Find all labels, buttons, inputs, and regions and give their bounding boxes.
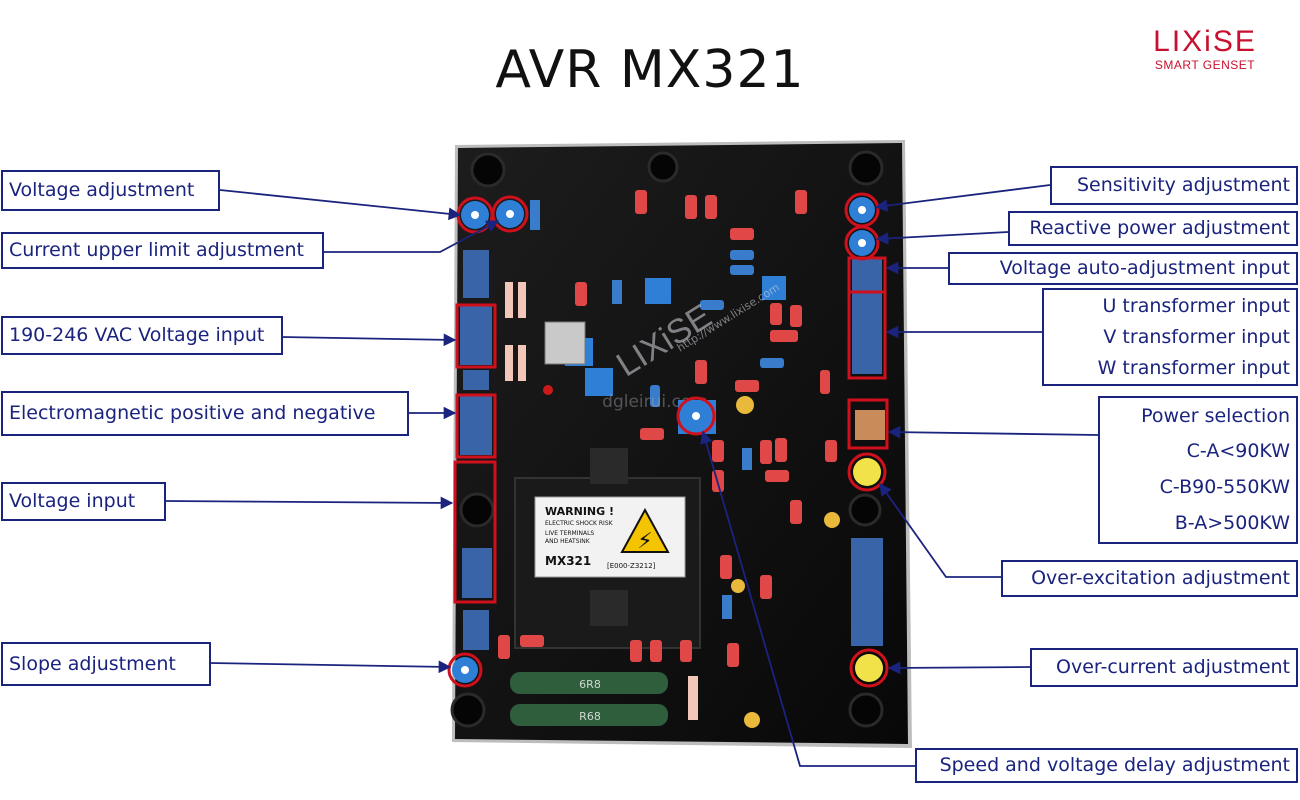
left-terminal-strips xyxy=(460,250,492,650)
label-u-transformer: U transformer input xyxy=(1102,294,1290,317)
label-slope-adjustment: Slope adjustment xyxy=(1,642,211,686)
label-electromagnetic: Electromagnetic positive and negative xyxy=(1,391,409,436)
warning-title: WARNING ! xyxy=(545,505,614,518)
label-v-transformer: V transformer input xyxy=(1103,325,1290,348)
sensitivity-pot xyxy=(844,192,880,228)
label-voltage-adjustment: Voltage adjustment xyxy=(1,170,220,211)
slope-pot xyxy=(447,652,483,688)
logo-name: LIXiSE xyxy=(1153,25,1257,58)
model-code: [E000-Z3212] xyxy=(607,562,656,570)
label-speed-voltage-delay: Speed and voltage delay adjustment xyxy=(915,748,1298,783)
reactive-power-pot xyxy=(844,225,880,261)
leader-lines xyxy=(164,184,1099,767)
over-current-pot xyxy=(849,648,889,688)
label-voltage-auto: Voltage auto-adjustment input xyxy=(948,252,1298,285)
current-limit-pot xyxy=(491,195,529,233)
pcb-components xyxy=(498,190,885,728)
warning-box-line1: LIVE TERMINALS xyxy=(545,530,594,537)
label-reactive-power: Reactive power adjustment xyxy=(1008,211,1298,246)
label-w-transformer: W transformer input xyxy=(1097,356,1290,379)
model-label: MX321 xyxy=(545,554,591,568)
power-selection-ba: B-A>500KW xyxy=(1174,512,1290,534)
power-resistors: 6R8 R68 xyxy=(510,672,668,726)
label-transformer-inputs: U transformer input V transformer input … xyxy=(1042,288,1298,386)
logo-tagline: SMART GENSET xyxy=(1154,58,1256,72)
terminal-highlights xyxy=(453,256,889,604)
lixise-logo: LIXiSE SMART GENSET xyxy=(1140,25,1270,73)
page-title: AVR MX321 xyxy=(495,40,805,100)
power-selection-cb: C-B90-550KW xyxy=(1159,476,1290,498)
warning-box-line2: AND HEATSINK xyxy=(545,538,591,545)
label-voltage-input: Voltage input xyxy=(1,482,166,521)
resistor-r68: R68 xyxy=(579,710,601,723)
label-power-selection: Power selection C-A<90KW C-B90-550KW B-A… xyxy=(1098,396,1298,544)
heatsink: ⚡ WARNING ! ELECTRIC SHOCK RISK LIVE TER… xyxy=(514,448,701,649)
delay-pot xyxy=(676,396,716,436)
resistor-6r8: 6R8 xyxy=(579,678,601,691)
over-excitation-pot xyxy=(847,452,887,492)
label-over-excitation: Over-excitation adjustment xyxy=(1001,560,1298,597)
power-selection-title: Power selection xyxy=(1141,405,1290,427)
label-sensitivity: Sensitivity adjustment xyxy=(1050,166,1298,205)
label-current-upper-limit: Current upper limit adjustment xyxy=(1,232,324,269)
label-vac-voltage-input: 190-246 VAC Voltage input xyxy=(1,316,283,355)
circuit-board: ⚡ WARNING ! ELECTRIC SHOCK RISK LIVE TER… xyxy=(447,140,912,748)
bridge-rectifier xyxy=(544,321,586,365)
svg-text:⚡: ⚡ xyxy=(637,529,652,554)
warning-sub: ELECTRIC SHOCK RISK xyxy=(545,520,614,527)
mounting-holes xyxy=(450,150,884,728)
power-selection-ca: C-A<90KW xyxy=(1186,440,1290,462)
label-over-current: Over-current adjustment xyxy=(1030,648,1298,687)
